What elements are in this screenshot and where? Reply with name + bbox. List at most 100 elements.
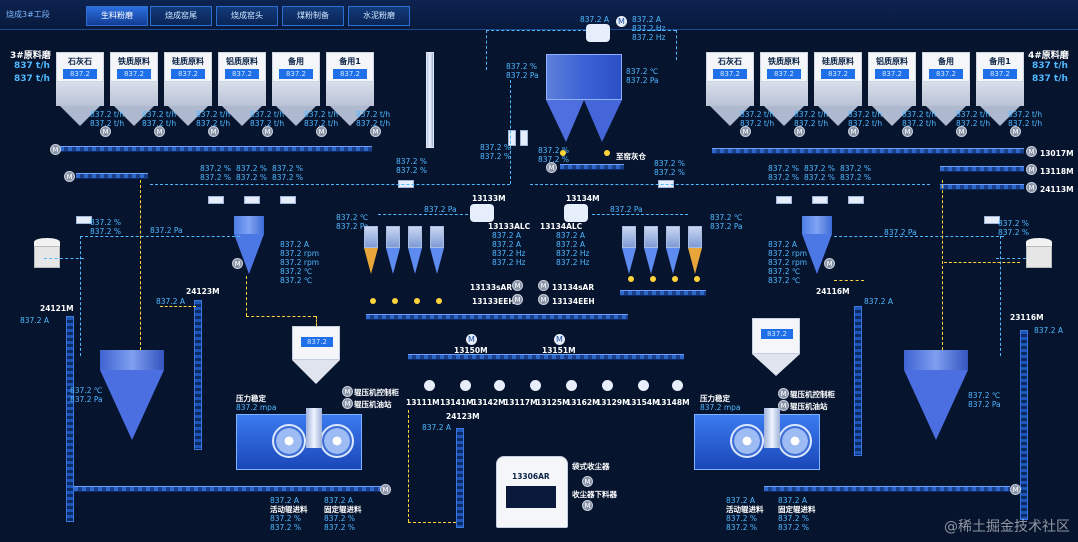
motor-icon[interactable]: M xyxy=(538,294,549,305)
motor-icon[interactable]: M xyxy=(778,400,789,411)
motor-icon[interactable]: M xyxy=(512,280,523,291)
motor-icon[interactable]: M xyxy=(100,126,111,137)
fan-icon[interactable] xyxy=(530,380,541,391)
motor-icon[interactable]: M xyxy=(154,126,165,137)
bag-filter[interactable] xyxy=(546,54,622,100)
motor-icon[interactable]: M xyxy=(232,258,243,269)
motor-icon[interactable]: M xyxy=(902,126,913,137)
breadcrumb[interactable]: 烧成3#工段 xyxy=(6,10,50,19)
motor-icon[interactable]: M xyxy=(848,126,859,137)
motor-icon[interactable]: M xyxy=(1026,146,1037,157)
separator-fan-icon[interactable] xyxy=(470,204,494,222)
separator-fan-icon[interactable] xyxy=(564,204,588,222)
air-slide-conveyor[interactable] xyxy=(408,354,684,360)
flap-valve[interactable] xyxy=(208,196,224,204)
main-exhaust-fan-icon[interactable] xyxy=(586,24,610,42)
tab-kiln-tail[interactable]: 烧成窑尾 xyxy=(150,6,212,26)
bucket-elevator-24123m[interactable] xyxy=(194,300,202,450)
transfer-belt-right-2[interactable] xyxy=(940,184,1024,190)
motor-icon[interactable]: M xyxy=(616,16,627,27)
flap-valve[interactable] xyxy=(848,196,864,204)
flap-valve[interactable] xyxy=(984,216,1000,224)
motor-icon[interactable]: M xyxy=(50,144,61,155)
bucket-elevator-23116m[interactable] xyxy=(1020,330,1028,520)
motor-icon[interactable]: M xyxy=(546,162,557,173)
bucket-elevator-24116m[interactable] xyxy=(854,306,862,456)
classifier-right[interactable] xyxy=(802,216,832,234)
fan-icon[interactable] xyxy=(424,380,435,391)
motor-icon[interactable]: M xyxy=(208,126,219,137)
cyclone[interactable] xyxy=(622,226,636,276)
tab-raw-mill[interactable]: 生料粉磨 xyxy=(86,6,148,26)
motor-icon[interactable]: M xyxy=(582,500,593,511)
motor-icon[interactable]: M xyxy=(1010,126,1021,137)
tab-coal-prep[interactable]: 煤粉制备 xyxy=(282,6,344,26)
bottom-belt-left[interactable] xyxy=(74,486,384,492)
fan-icon[interactable] xyxy=(672,380,683,391)
cyclone[interactable] xyxy=(688,226,702,276)
motor-icon[interactable]: M xyxy=(466,334,477,345)
flap-valve[interactable] xyxy=(280,196,296,204)
motor-icon[interactable]: M xyxy=(512,294,523,305)
motor-icon[interactable]: M xyxy=(342,386,353,397)
classifier-left[interactable] xyxy=(234,216,264,234)
motor-icon[interactable]: M xyxy=(262,126,273,137)
bucket-elevator-24121m[interactable] xyxy=(66,316,74,522)
tab-kiln-head[interactable]: 烧成窑头 xyxy=(216,6,278,26)
v-separator-left[interactable] xyxy=(100,350,164,370)
bucket-elevator-24123m-2[interactable] xyxy=(456,428,464,528)
fan-icon[interactable] xyxy=(566,380,577,391)
motor-icon[interactable]: M xyxy=(740,126,751,137)
motor-icon[interactable]: M xyxy=(1010,484,1021,495)
motor-icon[interactable]: M xyxy=(538,280,549,291)
fan-icon[interactable] xyxy=(638,380,649,391)
cyclone[interactable] xyxy=(430,226,444,276)
motor-icon[interactable]: M xyxy=(824,258,835,269)
cyclone[interactable] xyxy=(644,226,658,276)
motor-icon[interactable]: M xyxy=(794,126,805,137)
transfer-belt-right[interactable] xyxy=(940,166,1024,172)
steady-bin-left[interactable]: 837.2 xyxy=(292,326,340,360)
cyclone[interactable] xyxy=(666,226,680,276)
steady-bin-right[interactable]: 837.2 xyxy=(752,318,800,354)
cyclone[interactable] xyxy=(386,226,400,276)
flap-valve[interactable] xyxy=(76,216,92,224)
motor-icon[interactable]: M xyxy=(370,126,381,137)
v-separator-right[interactable] xyxy=(904,350,968,370)
motor-icon[interactable]: M xyxy=(1026,164,1037,175)
tab-cement-mill[interactable]: 水泥粉磨 xyxy=(348,6,410,26)
flap-valve[interactable] xyxy=(520,130,528,146)
flap-valve[interactable] xyxy=(776,196,792,204)
motor-icon[interactable]: M xyxy=(380,484,391,495)
fan-icon[interactable] xyxy=(602,380,613,391)
motor-icon[interactable]: M xyxy=(316,126,327,137)
transfer-belt-left[interactable] xyxy=(76,173,148,179)
bottom-belt-right[interactable] xyxy=(764,486,1010,492)
ash-conveyor[interactable] xyxy=(560,164,624,170)
fan-icon[interactable] xyxy=(460,380,471,391)
cyclone[interactable] xyxy=(364,226,378,276)
motor-icon[interactable]: M xyxy=(342,398,353,409)
cyclone-belt[interactable] xyxy=(620,290,706,296)
motor-icon[interactable]: M xyxy=(778,388,789,399)
motor-icon[interactable]: M xyxy=(1026,182,1037,193)
motor-icon[interactable]: M xyxy=(554,334,565,345)
flap-valve[interactable] xyxy=(812,196,828,204)
motor-icon[interactable]: M xyxy=(64,171,75,182)
collecting-belt-left[interactable] xyxy=(60,146,372,152)
motor-icon[interactable]: M xyxy=(582,476,593,487)
cyclone-discharge-belt[interactable] xyxy=(366,314,628,320)
flap-valve[interactable] xyxy=(244,196,260,204)
fan-icon[interactable] xyxy=(494,380,505,391)
motor-icon[interactable]: M xyxy=(956,126,967,137)
